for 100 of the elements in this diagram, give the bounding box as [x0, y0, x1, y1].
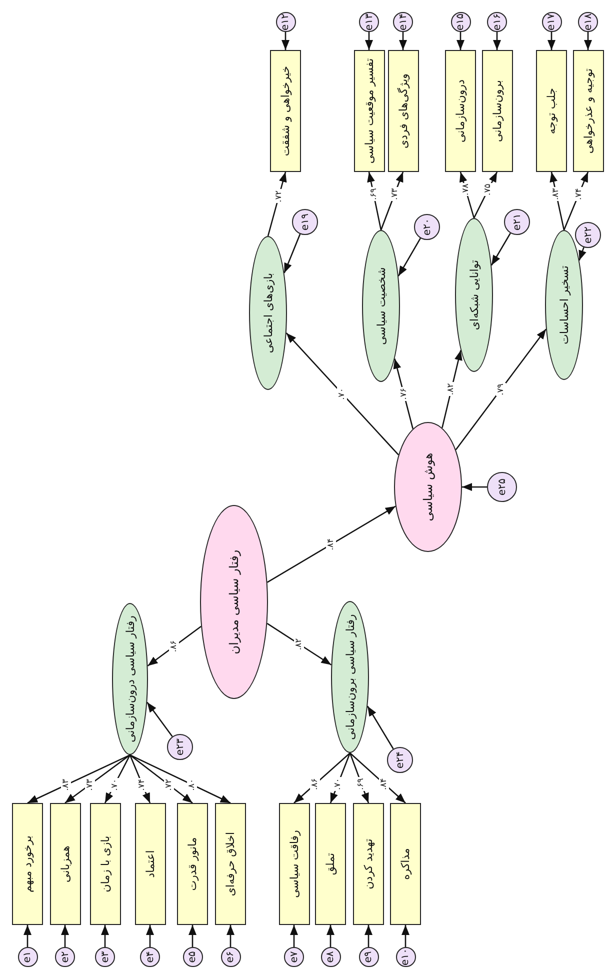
- arrow: [398, 238, 422, 276]
- indicator-box: بازی با زمان: [90, 803, 120, 925]
- arrow: [27, 754, 130, 804]
- path-coefficient: .۷۸: [460, 182, 471, 196]
- error-term-circle: e۴: [140, 947, 160, 967]
- arrow: [130, 754, 231, 804]
- arrow: [146, 702, 173, 737]
- arrow: [462, 483, 487, 491]
- arrow: [226, 925, 234, 947]
- arrow: [284, 234, 301, 274]
- arrow: [459, 172, 475, 218]
- latent-variable-ellipse: توانایی شبکه‌ای: [455, 218, 493, 372]
- path-coefficient: .۸۴: [379, 777, 390, 791]
- indicator-box: درون‌سازمانی: [445, 50, 476, 172]
- error-term-circle: e۱: [18, 947, 38, 967]
- arrow: [393, 358, 414, 429]
- arrow: [267, 172, 287, 236]
- arrow: [548, 32, 556, 50]
- arrow: [442, 350, 462, 428]
- latent-variable-ellipse: هوش سیاسی: [394, 422, 462, 552]
- arrow: [550, 172, 565, 230]
- arrow: [563, 172, 589, 230]
- path-coefficient: .۷۴: [574, 187, 584, 202]
- arrow: [24, 925, 32, 947]
- path-coefficient: .۷۲: [164, 778, 174, 792]
- arrow: [326, 925, 334, 947]
- arrow: [147, 626, 202, 666]
- arrow: [146, 925, 154, 947]
- path-coefficient: .۷۵: [483, 182, 494, 196]
- latent-variable-ellipse: تسخیر احساسات: [545, 230, 583, 380]
- path-coefficient: .۸۲: [294, 637, 304, 652]
- latent-variable-ellipse: شخصیت سیاسی: [362, 230, 400, 382]
- arrow: [266, 622, 332, 666]
- path-coefficient: .۸۶: [310, 777, 320, 791]
- arrow: [101, 925, 109, 947]
- arrow: [294, 752, 350, 804]
- arrow: [365, 32, 373, 50]
- latent-variable-ellipse: بازی‌های اجتماعی: [249, 236, 287, 390]
- arrow: [104, 754, 131, 804]
- arrow: [455, 328, 547, 450]
- indicator-box: ویژگی‌های فردی: [388, 50, 418, 172]
- path-coefficient: .۷۶: [398, 386, 409, 401]
- arrow: [266, 506, 396, 583]
- path-coefficient: .۸۰: [187, 778, 198, 792]
- error-term-circle: e۱۶: [487, 12, 507, 32]
- arrow: [330, 752, 351, 804]
- error-term-circle: e۲۵: [487, 472, 517, 502]
- path-coefficient: .۷۹: [496, 382, 506, 396]
- arrow: [364, 925, 372, 947]
- indicator-box: تفسیر موقعیت سیاسی: [354, 50, 384, 172]
- latent-variable-ellipse: رفتار سیاسی درون‌سازمانی: [112, 603, 148, 755]
- path-coefficient: .۸۶: [169, 639, 180, 654]
- path-coefficient: .۷۳: [390, 187, 400, 202]
- path-coefficient: .۸۴: [326, 537, 336, 552]
- path-coefficient: .۸۲: [446, 382, 456, 396]
- error-term-circle: e۱۳: [359, 12, 379, 32]
- arrow: [61, 925, 69, 947]
- arrow: [290, 925, 298, 947]
- indicator-box: خیرخواهی و شفقت: [270, 50, 301, 172]
- arrow: [493, 32, 501, 50]
- path-coefficient: .۷۴: [137, 778, 148, 792]
- indicator-box: جلب توجه: [536, 50, 567, 172]
- error-term-circle: e۵: [182, 947, 202, 967]
- arrow: [130, 754, 193, 804]
- arrow: [367, 172, 382, 230]
- arrow: [380, 172, 404, 230]
- indicator-box: برون‌سازمانی: [482, 50, 512, 172]
- error-term-circle: e۱۵: [450, 12, 470, 32]
- indicator-box: اخلاق حرفه‌ای: [215, 803, 246, 925]
- error-term-circle: e۱۷: [542, 12, 562, 32]
- path-coefficient: .۷۰: [110, 778, 120, 792]
- arrow: [578, 247, 586, 261]
- arrow: [286, 332, 399, 456]
- path-coefficient: .۷۲: [274, 189, 284, 204]
- path-coefficient: .۶۹: [356, 777, 366, 791]
- indicator-box: تملق: [315, 803, 346, 925]
- arrow: [402, 925, 410, 947]
- error-term-circle: e۲۱: [504, 209, 530, 235]
- indicator-box: رفاقت سیاسی: [278, 803, 310, 925]
- path-coefficient: .۸۳: [61, 778, 72, 792]
- error-term-circle: e۱۹: [292, 209, 318, 235]
- error-term-circle: e۲۳: [167, 734, 193, 760]
- error-term-circle: e۱۴: [393, 12, 413, 32]
- arrow: [349, 752, 370, 804]
- arrow: [282, 32, 290, 50]
- indicator-box: همزبانی: [50, 803, 80, 925]
- error-term-circle: e۶: [220, 947, 240, 967]
- error-term-circle: e۷: [284, 947, 304, 967]
- indicator-box: اعتماد: [134, 803, 166, 925]
- error-term-circle: e۲: [55, 947, 75, 967]
- indicator-box: توجیه و عذرخواهی: [572, 50, 604, 172]
- error-term-circle: e۳: [95, 947, 115, 967]
- path-coefficient: .۷۳: [84, 778, 95, 792]
- error-term-circle: e۲۰: [414, 214, 440, 240]
- error-term-circle: e۸: [320, 947, 340, 967]
- error-term-circle: e۱۸: [578, 12, 598, 32]
- arrow: [456, 32, 464, 50]
- path-coefficient: .۶۹: [368, 187, 379, 202]
- error-term-circle: e۱۲: [276, 12, 296, 32]
- arrow: [367, 706, 394, 750]
